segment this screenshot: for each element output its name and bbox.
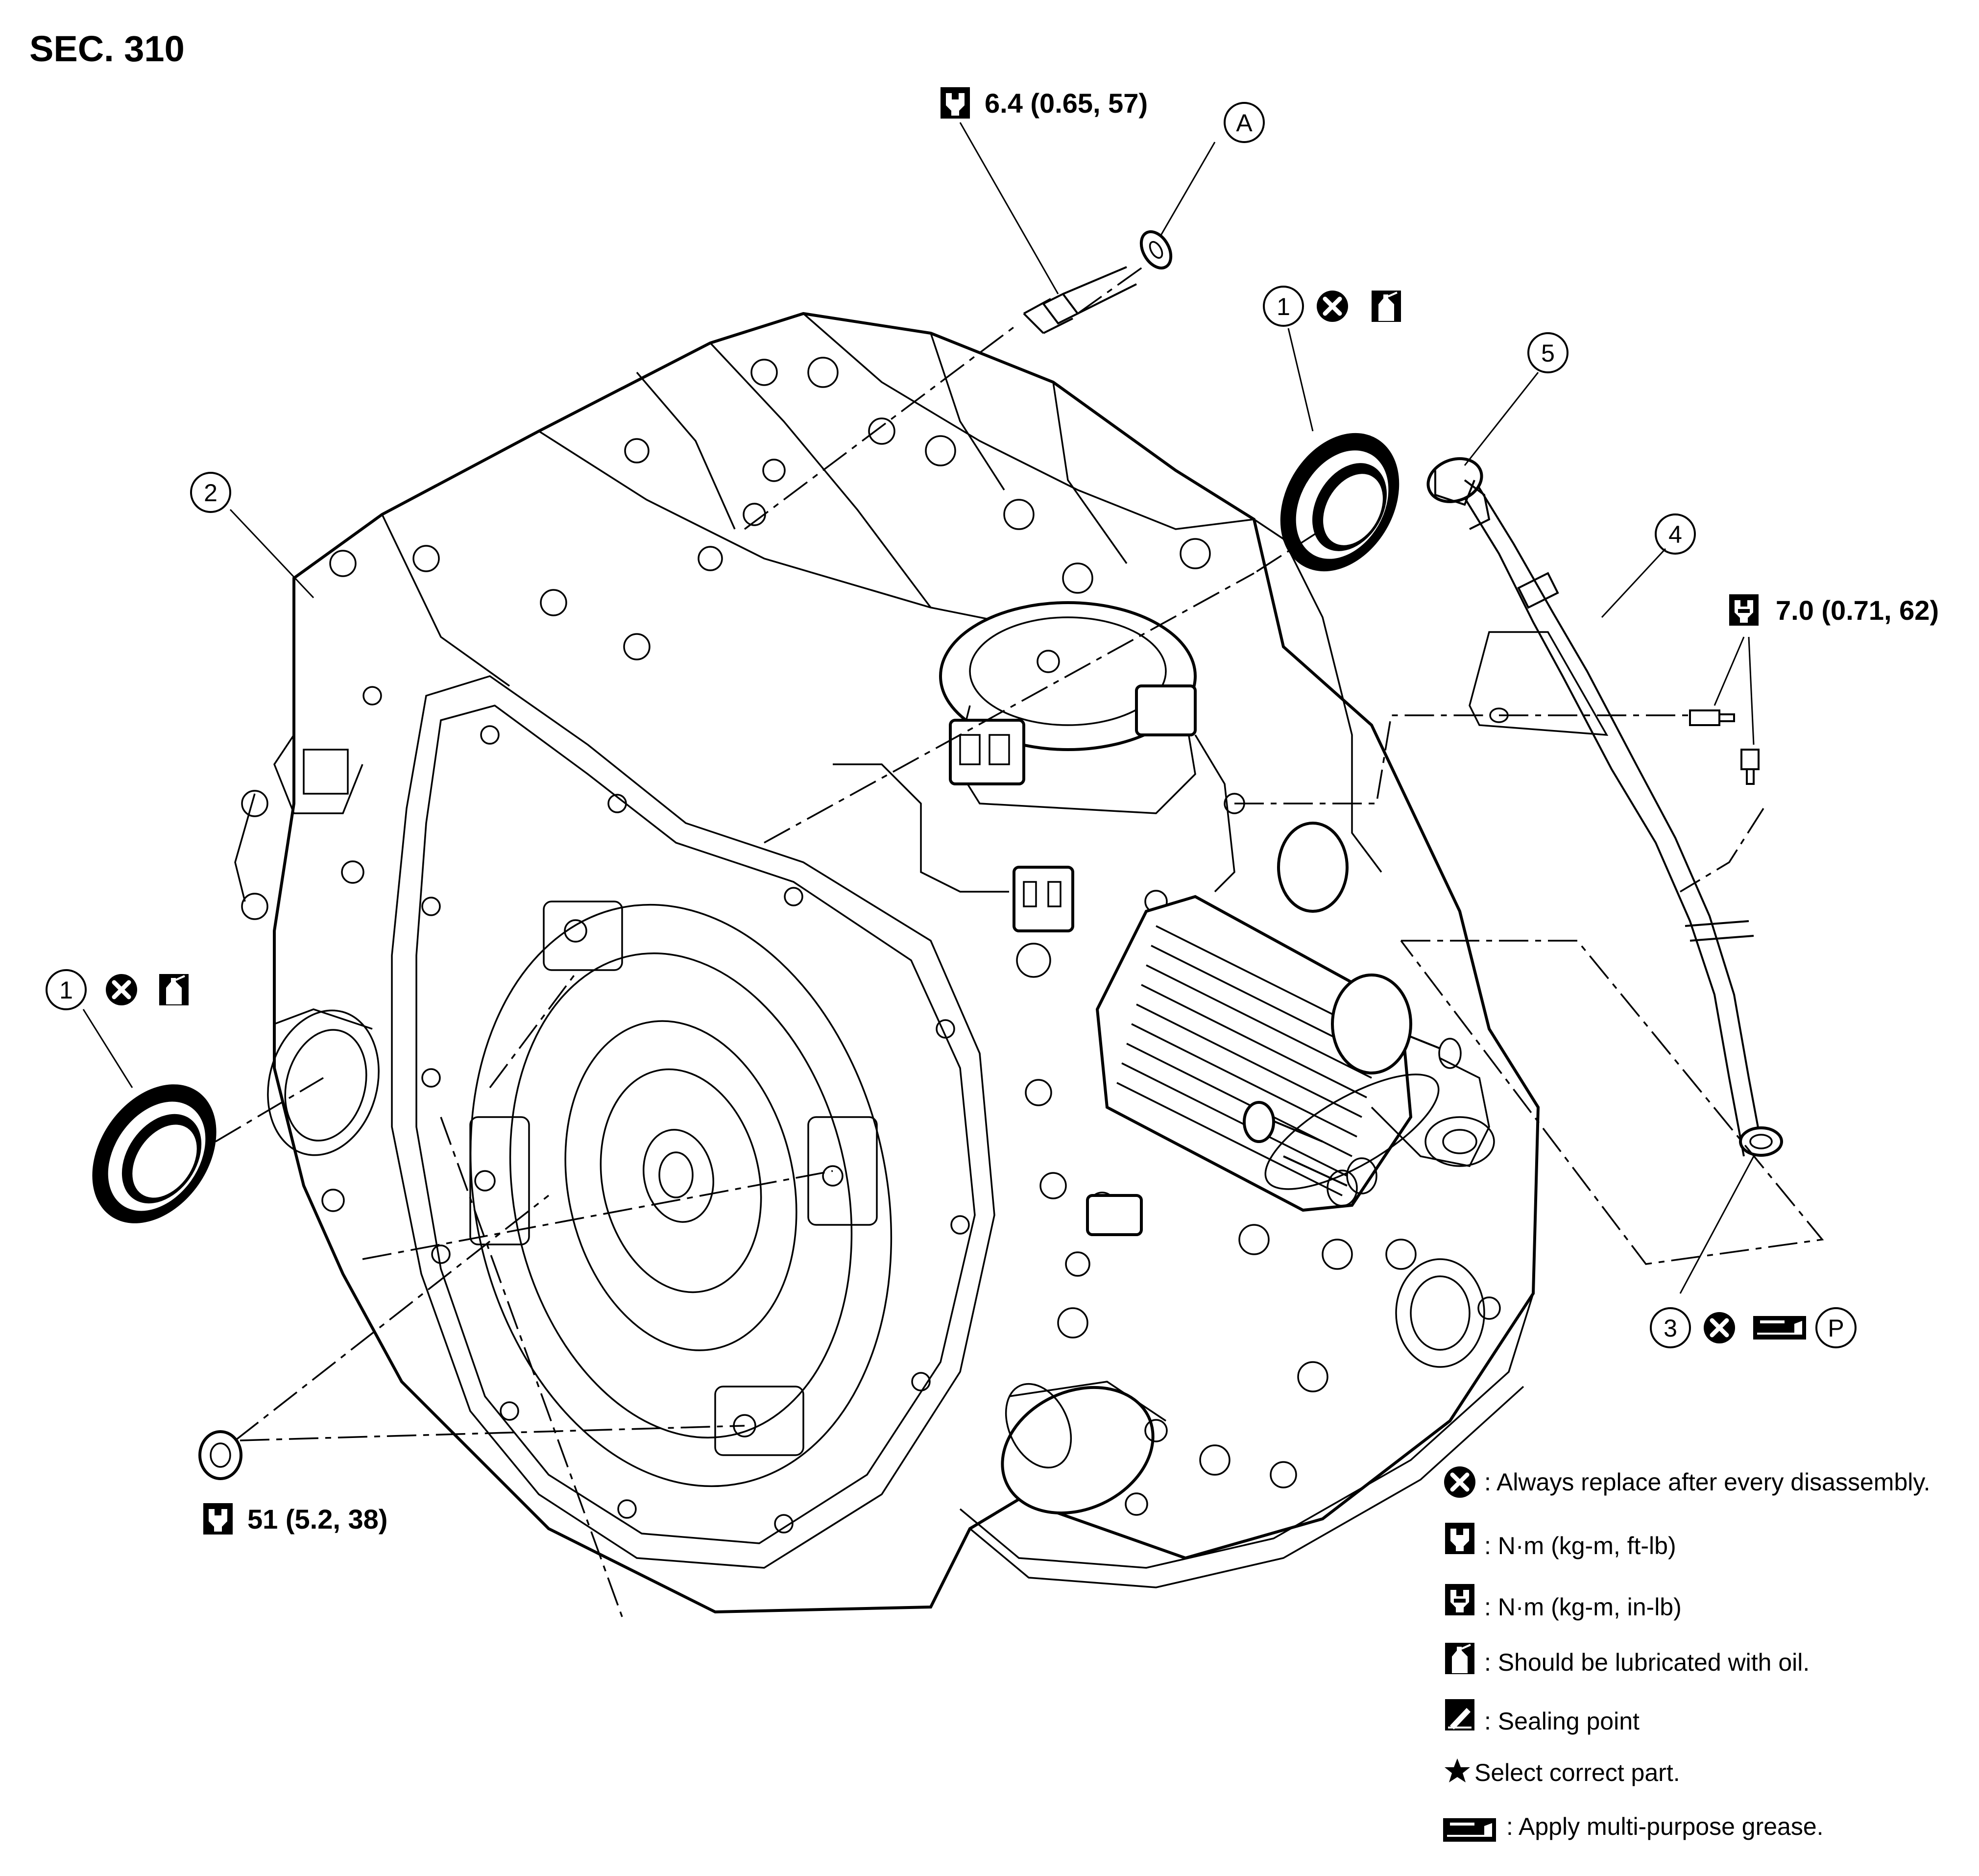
left-seal-centerline [215,1077,324,1143]
step-motor [1001,1381,1168,1516]
o-ring-area-dash [1400,940,1824,1265]
x-circle-icon [1704,1312,1735,1343]
leader-2 [229,509,314,599]
grease-gun-icon [1753,1316,1806,1340]
stud-centerline [744,322,1020,530]
svg-text:1: 1 [1277,293,1290,320]
leader-1-left [82,1009,133,1088]
legend-row-torque-inlb: : N·m (kg-m, in-lb) [1445,1584,1682,1621]
left-oil-seal [92,1084,217,1223]
legend-row-sealing: : Sealing point [1444,1698,1640,1735]
svg-text:: N·m (kg-m, in-lb): : N·m (kg-m, in-lb) [1484,1593,1682,1621]
svg-text:P: P [1828,1315,1844,1342]
legend-row-grease: : Apply multi-purpose grease. [1443,1813,1824,1842]
leader-a [1160,142,1216,236]
legend: : Always replace after every disassembly… [1443,1466,1931,1842]
wrench-socket-icon [203,1503,233,1535]
leader-top-torque [959,122,1059,294]
converter-dash-b [489,969,579,1089]
grease-gun-icon [1443,1818,1496,1842]
legend-row-select: Select correct part. [1445,1758,1680,1786]
torque-top-value: 6.4 (0.65, 57) [985,88,1148,119]
x-circle-icon [1444,1466,1475,1498]
wrench-socket-icon [941,87,970,119]
sealant-tube-icon [1444,1698,1475,1731]
left-seal-bore [267,1008,380,1156]
callout-2: 2 [190,472,231,513]
svg-text:: Always replace after every d: : Always replace after every disassembly… [1484,1468,1931,1496]
right-seal-centerline [1254,528,1323,574]
torque-bottom-value: 51 (5.2, 38) [247,1504,387,1535]
callout-a: A [1224,102,1265,143]
legend-row-replace: : Always replace after every disassembly… [1444,1466,1931,1498]
manual-shaft-stud [1023,266,1137,334]
torque-right-value: 7.0 (0.71, 62) [1776,595,1939,626]
bracket-bolt-horizontal [1689,709,1735,726]
oil-can-icon [1444,1642,1475,1675]
callout-1-top: 1 [1263,286,1304,327]
right-oil-seal [1280,433,1400,572]
callout-5: 5 [1527,332,1569,373]
legend-row-oil: : Should be lubricated with oil. [1444,1642,1810,1676]
svg-text:Select correct part.: Select correct part. [1474,1759,1680,1786]
oil-can-icon [1371,290,1402,323]
star-icon [1445,1758,1470,1782]
leader-7-a [1714,636,1745,706]
oil-cooler [1095,822,1462,1212]
x-circle-icon [106,974,137,1005]
wrench-socket-dark-icon [1445,1584,1474,1615]
wrench-socket-icon [1445,1523,1474,1554]
leader-1-top [1287,328,1314,432]
section-label: SEC. 310 [29,28,185,69]
svg-text:: Apply multi-purpose grease.: : Apply multi-purpose grease. [1506,1813,1824,1840]
svg-text:2: 2 [204,479,217,507]
oil-can-icon [158,973,190,1006]
x-circle-icon [1317,291,1348,322]
nut-centerline [1077,264,1147,315]
svg-text:: N·m (kg-m, ft-lb): : N·m (kg-m, ft-lb) [1484,1532,1676,1559]
leader-5 [1464,372,1539,466]
converter-dash-a [440,1117,623,1617]
callout-1-left: 1 [46,969,87,1010]
bolt-centerline-b [1680,808,1764,893]
svg-text:5: 5 [1541,340,1555,367]
svg-text:: Sealing point: : Sealing point [1484,1707,1640,1735]
svg-text:: Should be lubricated with oi: : Should be lubricated with oil. [1484,1649,1810,1676]
callout-4: 4 [1655,513,1696,555]
legend-row-torque-ftlb: : N·m (kg-m, ft-lb) [1445,1523,1676,1559]
svg-text:1: 1 [59,976,73,1004]
svg-text:A: A [1236,109,1253,137]
leader-7-b [1748,636,1755,745]
converter-centerline [362,1170,833,1260]
nut-centerline-bottom [240,1425,745,1441]
bracket-bolt-vertical [1740,749,1760,785]
oil-charging-pipe [1426,457,1783,1157]
converter-housing-nut [198,1430,242,1480]
torque-converter [469,901,893,1487]
svg-text:3: 3 [1664,1315,1677,1342]
callout-p: P [1815,1307,1857,1348]
leader-3 [1679,1156,1755,1294]
callout-3: 3 [1650,1307,1691,1348]
wrench-socket-dark-icon [1729,594,1759,626]
pipe-bracket-centerline [1234,714,1489,804]
nut-centerline-mid [234,1194,550,1441]
transaxle-case [234,312,1540,1614]
svg-text:4: 4 [1668,521,1682,548]
leader-4-a [1601,548,1666,618]
nut-a [1139,230,1173,270]
right-seal-axis [764,572,1255,844]
